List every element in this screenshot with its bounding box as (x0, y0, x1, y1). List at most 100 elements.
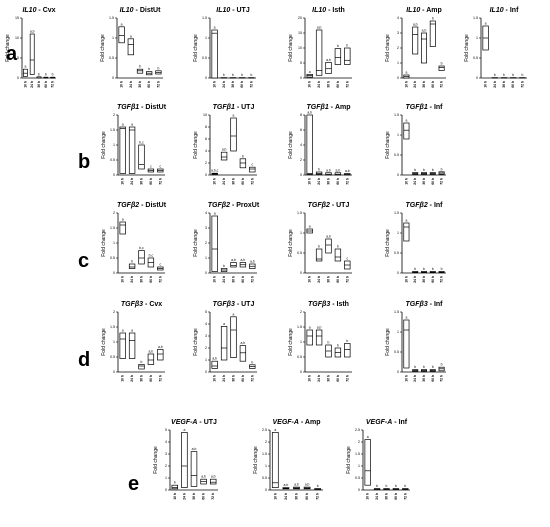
tissue-name: Inf (399, 419, 408, 426)
significance-label: b (441, 62, 443, 66)
significance-label: a,b (317, 326, 322, 330)
x-tick-label: 24 h (222, 276, 226, 283)
y-tick-label: 0.5 (109, 56, 114, 60)
box-72h (249, 166, 256, 173)
y-tick-label: 2 (300, 310, 302, 314)
y-tick-label: 1 (397, 231, 399, 235)
significance-label: a (214, 212, 216, 216)
panel-title: TGFβ2 - ProxUt (208, 202, 260, 209)
y-axis-label: Fold change (193, 328, 199, 356)
x-tick-label: 24 h (413, 276, 417, 283)
x-tick-label: 36 h (37, 81, 41, 88)
significance-label: b (432, 168, 434, 172)
significance-label: a,b (222, 148, 227, 152)
significance-label: b,c (139, 141, 144, 145)
significance-label: a (233, 114, 235, 118)
significance-label: b (223, 264, 225, 268)
x-tick-label: 60 h (394, 493, 398, 500)
y-tick-label: 0 (113, 370, 115, 374)
x-tick-label: 60 h (336, 375, 340, 382)
box-36h (190, 451, 198, 487)
box-24h (127, 38, 134, 56)
y-tick-label: 1.5 (355, 452, 360, 456)
gene-name: TGFβ1 (213, 104, 235, 111)
x-tick-label: 10 h (404, 276, 408, 283)
tissue-name: DistUt (145, 104, 166, 111)
significance-label: b (141, 360, 143, 364)
significance-label: b (432, 267, 434, 271)
title-separator: - (326, 7, 332, 14)
y-tick-label: 6 (205, 137, 207, 141)
box-36h (138, 364, 145, 370)
y-tick-label: 5 (165, 428, 167, 432)
significance-label: b (376, 484, 378, 488)
y-tick-label: 0.5 (473, 56, 478, 60)
box-24h (412, 26, 419, 55)
y-tick-label: 0.5 (394, 251, 399, 255)
tissue-name: Inf (434, 202, 443, 209)
x-tick-label: 60 h (511, 81, 515, 88)
y-tick-label: 2 (113, 211, 115, 215)
significance-label: a,b (211, 475, 216, 479)
x-tick-label: 36 h (327, 276, 331, 283)
box-36h (230, 316, 237, 358)
significance-label: a (405, 71, 407, 75)
y-tick-label: 0 (205, 173, 207, 177)
significance-label: b (395, 484, 397, 488)
y-tick-label: 0 (300, 173, 302, 177)
significance-label: a (121, 22, 123, 26)
x-tick-label: 60 h (147, 81, 151, 88)
x-tick-label: 24 h (222, 81, 226, 88)
y-tick-label: 2 (265, 440, 267, 444)
x-tick-label: 72 h (249, 81, 253, 88)
significance-label: b (521, 73, 523, 77)
y-axis-label: Fold change (101, 229, 107, 257)
y-tick-label: 5 (17, 56, 19, 60)
y-tick-label: 1 (113, 241, 115, 245)
x-tick-label: 72 h (345, 375, 349, 382)
box-60h (334, 172, 342, 176)
significance-label: b (503, 73, 505, 77)
y-tick-label: 4 (397, 16, 399, 20)
significance-label: a (405, 316, 407, 320)
panel-title: IL10 - Cvx (22, 7, 55, 14)
y-tick-label: 0.5 (394, 153, 399, 157)
box-10h (211, 29, 218, 79)
y-tick-label: 1 (113, 340, 115, 344)
significance-label: a (130, 34, 132, 38)
x-tick-label: 36 h (232, 375, 236, 382)
box-10h (119, 126, 126, 174)
title-separator: - (330, 301, 336, 308)
row-letter-e: e (128, 473, 139, 495)
significance-label: a,b (326, 58, 331, 62)
x-tick-label: 72 h (158, 375, 162, 382)
panel-title: IL10 - UTJ (216, 7, 250, 14)
x-tick-label: 60 h (336, 276, 340, 283)
x-tick-label: 10 h (173, 493, 177, 500)
significance-label: b (131, 260, 133, 264)
significance-label: b (494, 73, 496, 77)
significance-label: a (405, 119, 407, 123)
significance-label: c (251, 163, 253, 167)
y-tick-label: 2 (113, 113, 115, 117)
x-tick-label: 60 h (431, 375, 435, 382)
significance-label: b (174, 481, 176, 485)
box-24h (315, 171, 323, 175)
box-36h (138, 250, 145, 265)
row-letter-d: d (78, 349, 90, 371)
tissue-name: Inf (434, 104, 443, 111)
y-tick-label: 8 (300, 113, 302, 117)
x-tick-label: 10 h (273, 493, 277, 500)
box-10h (306, 114, 313, 175)
x-tick-label: 72 h (156, 81, 160, 88)
x-tick-label: 24 h (317, 81, 321, 88)
x-tick-label: 72 h (403, 493, 407, 500)
y-tick-label: 0 (205, 370, 207, 374)
y-tick-label: 0 (113, 271, 115, 275)
box-10h (118, 26, 125, 44)
significance-label: a,b (307, 111, 312, 115)
significance-label: b (512, 73, 514, 77)
